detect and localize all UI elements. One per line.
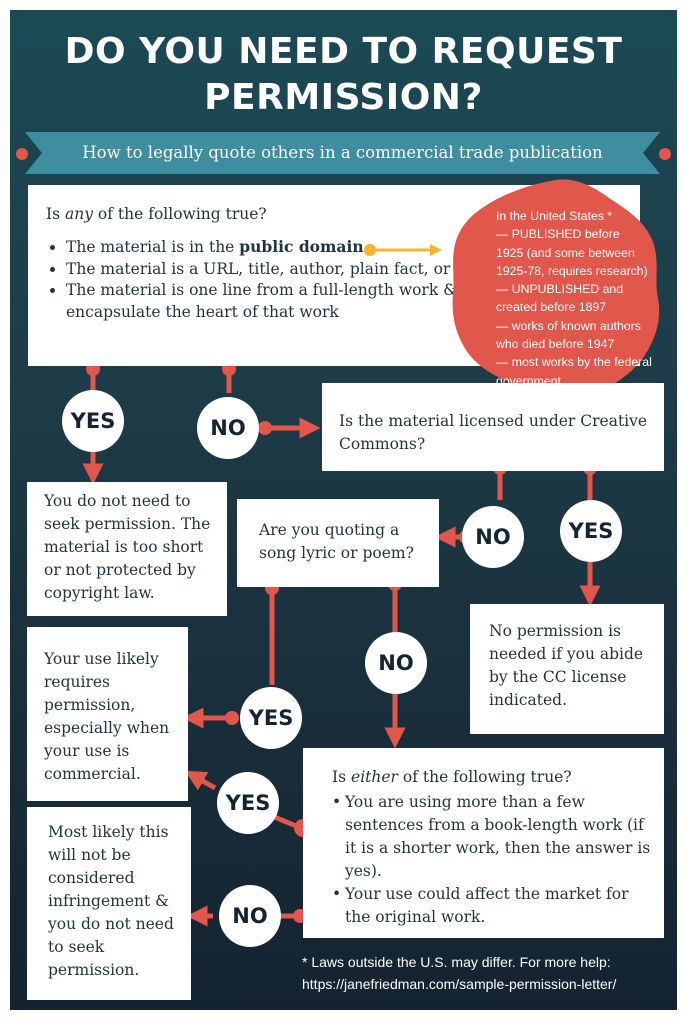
- no-permission-needed-box: You do not need to seek permission. The …: [27, 482, 227, 616]
- public-domain-arrow: [364, 244, 442, 256]
- not-infringement-box: Most likely this will not be considered …: [27, 807, 191, 1000]
- public-domain-note: In the United States * — PUBLISHED befor…: [496, 209, 652, 388]
- footnote: * Laws outside the U.S. may differ. For …: [302, 951, 672, 995]
- answer-yes-2: YES: [560, 500, 622, 562]
- either-condition-list: You are using more than a few sentences …: [332, 791, 654, 929]
- condition-one-line: The material is one line from a full-len…: [66, 280, 626, 323]
- answer-yes-3: YES: [240, 687, 302, 749]
- condition-public-domain: The material is in the public domain: [66, 236, 626, 259]
- creative-commons-question-box: Is the material licensed under Creative …: [322, 383, 664, 471]
- likely-requires-permission-box: Your use likely requires permission, esp…: [27, 627, 188, 801]
- cc-license-result-box: No permission is needed if you abide by …: [470, 604, 664, 734]
- title-line-1: DO YOU NEED TO REQUEST: [64, 31, 623, 72]
- answer-no-2: NO: [462, 506, 524, 568]
- subtitle-ribbon: How to legally quote others in a commerc…: [25, 132, 660, 174]
- condition-book-length: You are using more than a few sentences …: [332, 791, 654, 883]
- infographic: DO YOU NEED TO REQUEST PERMISSION? How t…: [10, 10, 677, 1010]
- answer-yes-4: YES: [217, 772, 279, 834]
- answer-no-1: NO: [197, 397, 259, 459]
- answer-no-4: NO: [219, 885, 281, 947]
- public-domain-blob: [452, 179, 660, 397]
- either-question: Is either of the following true?: [332, 768, 572, 786]
- answer-no-3: NO: [365, 632, 427, 694]
- title-line-2: PERMISSION?: [204, 77, 483, 118]
- condition-market-effect: Your use could affect the market for the…: [332, 883, 654, 929]
- any-question: Is any of the following true?: [46, 205, 267, 223]
- lyric-poem-question-box: Are you quoting a song lyric or poem?: [237, 499, 439, 587]
- market-effect-question-box: Is either of the following true? You are…: [303, 748, 664, 938]
- answer-yes-1: YES: [62, 390, 124, 452]
- subtitle: How to legally quote others in a commerc…: [82, 143, 603, 162]
- ribbon-dot-left: [16, 148, 28, 160]
- ribbon-dot-right: [659, 148, 671, 160]
- help-link[interactable]: https://janefriedman.com/sample-permissi…: [302, 976, 617, 992]
